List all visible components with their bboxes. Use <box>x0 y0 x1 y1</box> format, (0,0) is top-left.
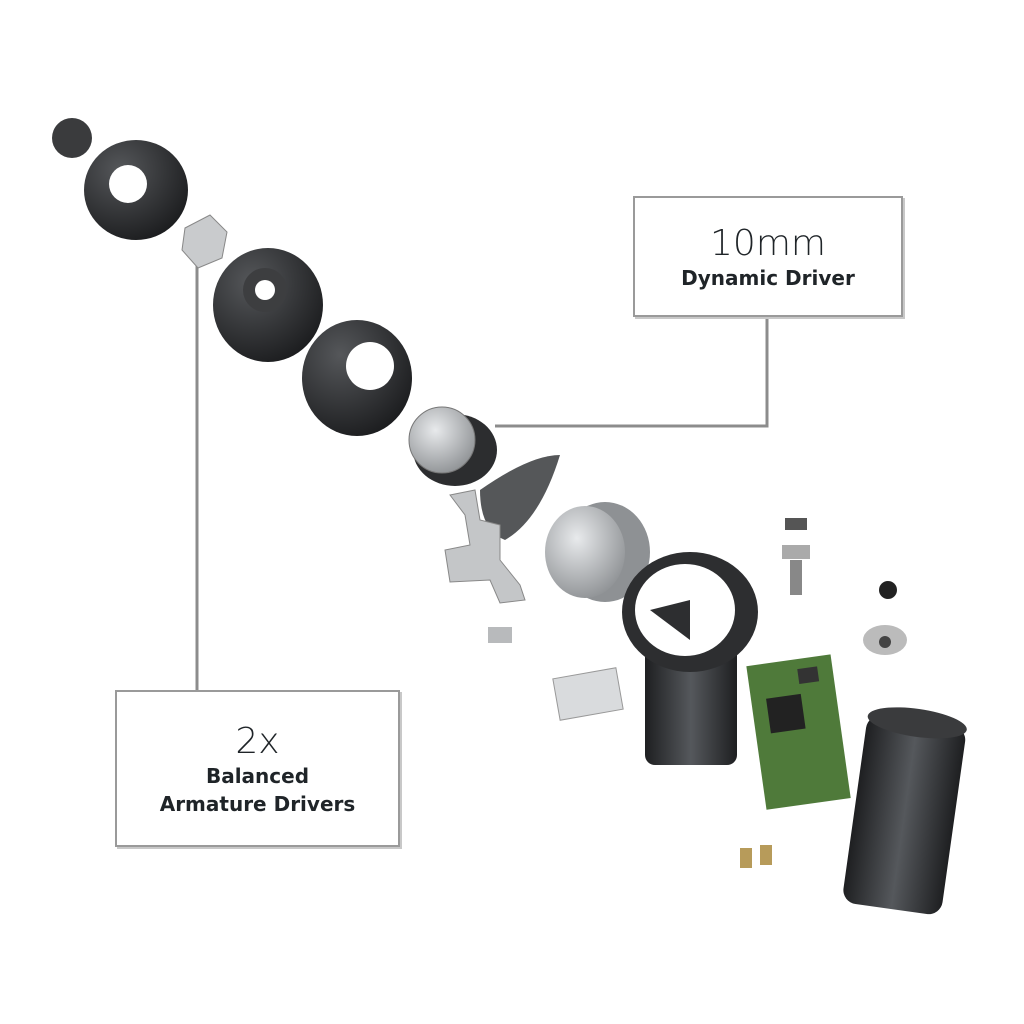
driver-size: 10mm <box>710 223 826 264</box>
balanced-armature-callout: 2x Balanced Armature Drivers <box>115 690 400 847</box>
dynamic-driver-callout: 10mm Dynamic Driver <box>633 196 903 317</box>
ear-tip-large <box>84 140 188 240</box>
dynamic-driver <box>408 406 497 486</box>
mesh-filter <box>52 118 92 158</box>
ear-tip-small <box>302 320 412 436</box>
outer-shell <box>843 707 967 915</box>
ba-count: 2x <box>235 721 280 762</box>
driver-leader-line <box>495 314 769 428</box>
ear-tip-medium <box>213 248 323 362</box>
small-component <box>488 627 512 643</box>
metal-bracket <box>444 489 526 604</box>
driver-name: Dynamic Driver <box>681 266 855 290</box>
ba-name-line2: Armature Drivers <box>159 792 356 816</box>
balanced-armature-driver <box>181 214 228 269</box>
small-parts <box>782 518 907 655</box>
acoustic-mesh <box>480 455 560 540</box>
battery <box>545 502 650 602</box>
pcb-board <box>746 654 851 810</box>
inner-housing <box>622 552 758 765</box>
screws <box>740 845 772 868</box>
filter-plate <box>552 667 624 721</box>
ba-name-line1: Balanced <box>205 764 310 788</box>
